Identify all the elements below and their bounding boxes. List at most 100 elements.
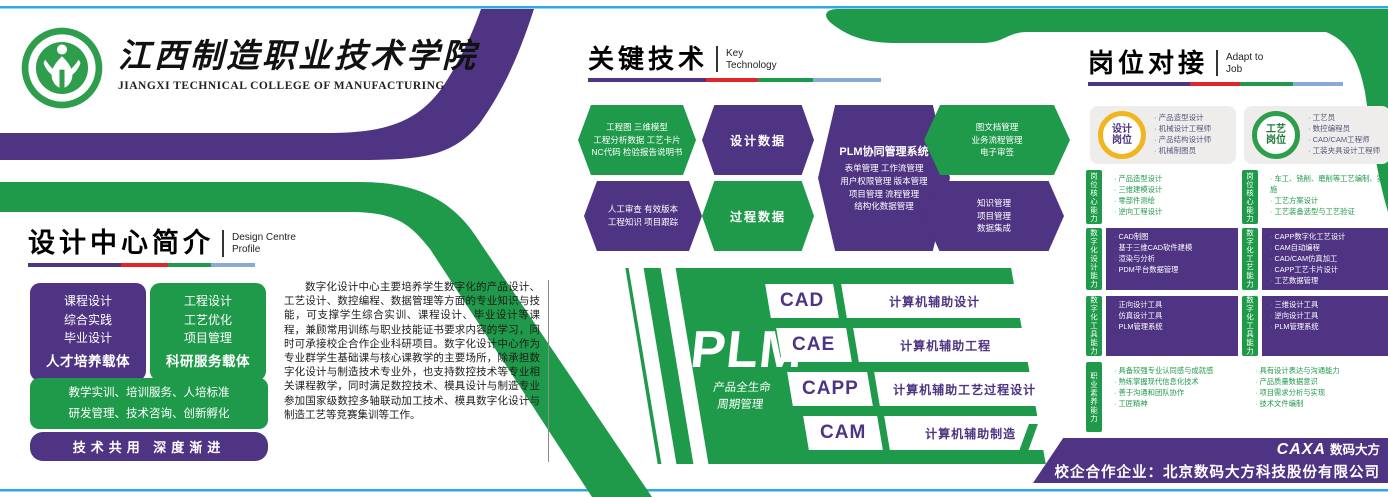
ability-list: CAPP数字化工艺设计 CAM自动编程 CAD/CAM仿真加工 CAPP工艺卡片… — [1270, 232, 1388, 287]
row-label: 岗位核心能力 — [1086, 170, 1102, 224]
ability-row-tools-design: 数字化工具能力 正向设计工具 仿真设计工具 PLM管理系统 — [1086, 296, 1238, 356]
list-item: 逆向工程设计 — [1114, 207, 1236, 218]
list-item: 正向设计工具 — [1114, 300, 1236, 311]
key-technology-header: 关键技术 Key Technology — [588, 46, 881, 82]
college-name-en: JIANGXI TECHNICAL COLLEGE OF MANUFACTURI… — [118, 80, 445, 93]
top-blue-line — [0, 6, 1388, 9]
ability-row-professionalism: 职业素养能力 具备较强专业认同感与成就感 熟练掌握现代信息化技术 善于沟通和团队… — [1086, 362, 1388, 432]
slogan-bar: 技术共用 深度渐进 — [30, 432, 268, 461]
list-item: 具有设计表达与沟通能力 — [1255, 366, 1386, 377]
hexagon-review: 人工审查 有效版本 工程知识 项目跟踪 — [584, 181, 702, 251]
services-line: 教学实训、培训服务、人培标准 — [68, 387, 230, 399]
list-item: 基于三维CAD软件建模 — [1114, 243, 1236, 254]
plm-row-cae: CAE 计算机辅助工程 — [593, 328, 1055, 362]
list-item: 产品造型设计 — [1114, 174, 1236, 185]
list-item: 逆向设计工具 — [1270, 311, 1388, 322]
hexagon-plm-system: PLM协同管理系统 表单管理 工作流管理 用户权限管理 版本管理 项目管理 流程… — [818, 105, 950, 251]
list-item: 车工、铣削、磨削等工艺编制、实施 — [1270, 174, 1388, 196]
list-item: CAPP数字化工艺设计 — [1270, 232, 1388, 243]
ability-row-digital-design: 数字化设计能力 CAD制图 基于三维CAD软件建模 渲染与分析 PDM平台数据管… — [1086, 228, 1238, 290]
green-swoosh — [0, 182, 652, 497]
design-center-title: 设计中心简介 — [28, 228, 214, 258]
list-item: PLM管理系统 — [1270, 322, 1388, 333]
talent-card-line: 毕业设计 — [63, 331, 112, 346]
bottom-blue-line — [0, 489, 1388, 492]
row-label: 数字化工具能力 — [1086, 296, 1102, 356]
list-item: 产品结构设计师 — [1154, 135, 1212, 146]
row-label: 数字化设计能力 — [1086, 228, 1102, 290]
ability-list: 三维设计工具 逆向设计工具 PLM管理系统 — [1270, 300, 1388, 333]
services-box: 教学实训、培训服务、人培标准 研发管理、技术咨询、创新孵化 — [30, 378, 268, 430]
college-name-zh: 江西制造职业技术学院 — [118, 36, 478, 75]
list-item: PLM管理系统 — [1114, 322, 1236, 333]
ability-list: 正向设计工具 仿真设计工具 PLM管理系统 — [1114, 300, 1236, 333]
process-post-card: 工艺 岗位 工艺员 数控编程员 CAD/CAM工程师 工装夹具设计工程师 — [1244, 106, 1388, 164]
ability-row-core-process: 岗位核心能力 车工、铣削、磨削等工艺编制、实施 工艺方案设计 工艺装备选型与工艺… — [1242, 170, 1388, 224]
list-item: 项目需求分析与实现 — [1255, 388, 1386, 399]
intro-paragraph: 数字化设计中心主要培养学生数字化的产品设计、工艺设计、数控编程、数据管理等方面的… — [284, 280, 549, 462]
purple-swoosh — [0, 9, 534, 160]
list-item: 工艺方案设计 — [1270, 196, 1388, 207]
list-item: 仿真设计工具 — [1114, 311, 1236, 322]
ability-list: 具有设计表达与沟通能力 产品质量数据意识 项目需求分析与实现 技术文件编制 — [1255, 366, 1386, 429]
list-item: CAD/CAM仿真加工 — [1270, 254, 1388, 265]
key-technology-title: 关键技术 — [588, 44, 709, 74]
hexagon-knowledge: 知识管理 项目管理 数据集成 — [924, 181, 1064, 251]
hexagon-document: 图文档管理 业务流程管理 电子审签 — [924, 105, 1070, 175]
accent-underline — [588, 78, 881, 82]
list-item: 机械制图员 — [1154, 146, 1211, 157]
college-header: 江西制造职业技术学院 JIANGXI TECHNICAL COLLEGE OF … — [20, 26, 478, 110]
list-item: 产品造型设计 — [1154, 113, 1211, 124]
design-center-header: 设计中心简介 Design Centre Profile — [28, 230, 296, 267]
list-item: 产品质量数据意识 — [1255, 377, 1386, 388]
row-label: 岗位核心能力 — [1242, 170, 1258, 224]
partner-company-line: 校企合作企业：北京数码大方科技股份有限公司 — [1054, 464, 1380, 481]
title-divider — [1216, 50, 1219, 76]
plm-row-cad: CAD 计算机辅助设计 — [593, 284, 1055, 318]
list-item: 数控编程员 — [1308, 124, 1380, 135]
design-post-list: 产品造型设计 机械设计工程师 产品结构设计师 机械制图员 — [1154, 113, 1212, 157]
hexagon-design-data: 设计数据 — [702, 105, 814, 175]
list-item: 渲染与分析 — [1114, 254, 1236, 265]
row-label: 职业素养能力 — [1086, 362, 1102, 432]
top-right-green-band — [826, 9, 1388, 212]
list-item: 熟练掌握现代信息化技术 — [1114, 377, 1245, 388]
accent-underline — [28, 263, 296, 267]
list-item: 三维建模设计 — [1114, 185, 1236, 196]
list-item: CAD制图 — [1114, 232, 1236, 243]
row-label: 数字化工艺能力 — [1242, 228, 1258, 290]
hexagon-diagram: 工程图 三维模型 工程分析数据 工艺卡片 NC代码 检验报告说明书 设计数据 人… — [578, 103, 1078, 255]
list-item: CAPP工艺卡片设计 — [1270, 265, 1388, 276]
job-title-en: Adapt to Job — [1226, 52, 1264, 75]
research-card-line: 工艺优化 — [183, 312, 232, 327]
list-item: 工匠精神 — [1114, 399, 1245, 410]
list-item: CAM自动编程 — [1270, 243, 1388, 254]
college-emblem-icon — [21, 27, 103, 109]
ability-row-digital-process: 数字化工艺能力 CAPP数字化工艺设计 CAM自动编程 CAD/CAM仿真加工 … — [1242, 228, 1388, 290]
process-post-list: 工艺员 数控编程员 CAD/CAM工程师 工装夹具设计工程师 — [1308, 113, 1381, 157]
design-post-badge-icon: 设计 岗位 — [1098, 111, 1146, 159]
ability-list: CAD制图 基于三维CAD软件建模 渲染与分析 PDM平台数据管理 — [1114, 232, 1236, 276]
hexagon-input-data: 工程图 三维模型 工程分析数据 工艺卡片 NC代码 检验报告说明书 — [578, 105, 696, 175]
ability-list: 产品造型设计 三维建模设计 零部件测绘 逆向工程设计 — [1114, 174, 1236, 218]
research-card-footer: 科研服务载体 — [166, 353, 250, 369]
list-item: 善于沟通和团队协作 — [1114, 388, 1245, 399]
key-technology-title-en: Key Technology — [726, 48, 777, 71]
design-center-title-en: Design Centre Profile — [232, 232, 296, 255]
talent-card-line: 综合实践 — [63, 312, 112, 327]
title-divider — [222, 230, 224, 257]
job-title: 岗位对接 — [1088, 48, 1209, 78]
title-divider — [716, 46, 719, 72]
list-item: 工艺数据管理 — [1270, 276, 1388, 287]
research-card-line: 工程设计 — [183, 294, 232, 308]
services-line: 研发管理、技术咨询、创新孵化 — [68, 407, 230, 420]
list-item: PDM平台数据管理 — [1114, 265, 1236, 276]
research-card-line: 项目管理 — [183, 331, 232, 346]
hexagon-process-data: 过程数据 — [702, 181, 814, 251]
list-item: 工艺员 — [1308, 113, 1380, 124]
list-item: 具备较强专业认同感与成就感 — [1114, 366, 1245, 377]
